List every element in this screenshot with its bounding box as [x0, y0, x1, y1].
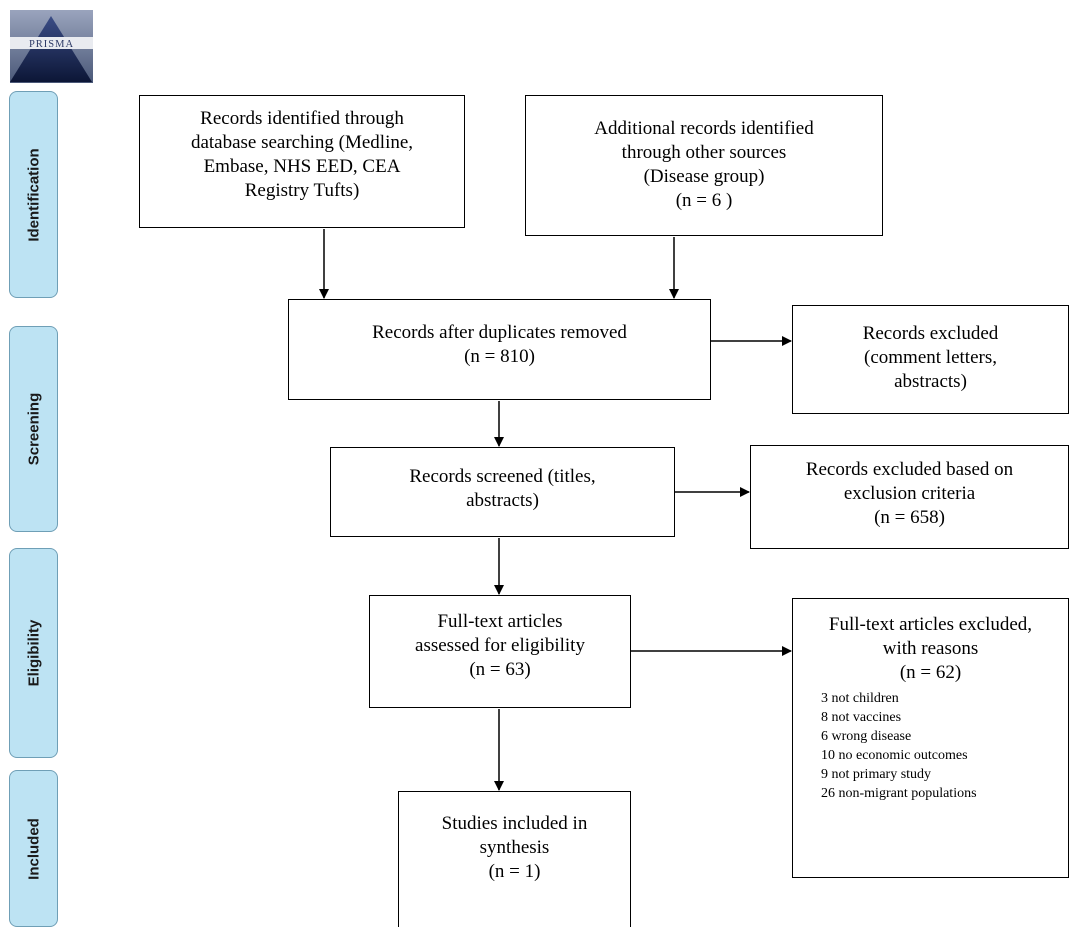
- box-after-duplicates-line: Records after duplicates removed: [372, 322, 627, 343]
- box-excluded-criteria-line: Records excluded based on: [805, 459, 1014, 480]
- box-screened-line: abstracts): [466, 490, 539, 511]
- box-fulltext-excluded: Full-text articles excluded, with reason…: [792, 598, 1069, 878]
- exclusion-reasons-list: 3 not children 8 not vaccines 6 wrong di…: [793, 689, 1068, 803]
- exclusion-reason: 10 no economic outcomes: [821, 748, 968, 763]
- box-excluded-criteria: Records excluded based on exclusion crit…: [750, 445, 1069, 549]
- exclusion-reason: 6 wrong disease: [821, 729, 912, 744]
- box-excluded-criteria-count: (n = 658): [874, 507, 945, 528]
- box-after-duplicates-count: (n = 810): [464, 346, 535, 367]
- box-other-sources-count: (n = 6 ): [675, 190, 733, 211]
- box-screened-line: Records screened (titles,: [409, 466, 596, 487]
- box-excluded-criteria-line: exclusion criteria: [843, 483, 976, 504]
- box-excluded-letters-line: (comment letters,: [864, 347, 997, 368]
- box-records-database-line: Records identified through: [200, 108, 404, 129]
- phase-identification: Identification: [9, 91, 58, 298]
- box-fulltext-excluded-count: (n = 62): [899, 662, 962, 683]
- phase-eligibility: Eligibility: [9, 548, 58, 758]
- box-studies-included: Studies included in synthesis (n = 1): [398, 791, 631, 927]
- exclusion-reason: 8 not vaccines: [821, 710, 902, 725]
- prisma-logo: PRISMA: [10, 10, 93, 83]
- box-records-database-line: Registry Tufts): [244, 180, 360, 201]
- box-records-database-line: database searching (Medline,: [190, 132, 414, 153]
- box-records-database: Records identified through database sear…: [139, 95, 465, 228]
- box-fulltext-excluded-line: Full-text articles excluded,: [828, 614, 1033, 635]
- exclusion-reason: 3 not children: [821, 691, 899, 706]
- box-studies-included-line: synthesis: [479, 837, 550, 858]
- prisma-logo-text: PRISMA: [29, 39, 74, 50]
- box-excluded-letters: Records excluded (comment letters, abstr…: [792, 305, 1069, 414]
- box-studies-included-count: (n = 1): [488, 861, 541, 882]
- box-excluded-letters-line: Records excluded: [862, 323, 999, 344]
- box-fulltext-assessed-line: Full-text articles: [437, 611, 563, 632]
- box-fulltext-assessed-line: assessed for eligibility: [415, 635, 585, 656]
- box-screened: Records screened (titles, abstracts): [330, 447, 675, 537]
- exclusion-reason: 26 non-migrant populations: [821, 786, 977, 801]
- phase-screening: Screening: [9, 326, 58, 532]
- box-records-database-line: Embase, NHS EED, CEA: [203, 156, 401, 177]
- box-studies-included-line: Studies included in: [441, 813, 588, 834]
- box-other-sources-line: (Disease group): [643, 166, 765, 187]
- box-fulltext-assessed: Full-text articles assessed for eligibil…: [369, 595, 631, 708]
- box-after-duplicates: Records after duplicates removed (n = 81…: [288, 299, 711, 400]
- box-fulltext-assessed-count: (n = 63): [469, 659, 531, 680]
- box-other-sources: Additional records identified through ot…: [525, 95, 883, 236]
- box-excluded-letters-line: abstracts): [894, 371, 967, 392]
- box-fulltext-excluded-line: with reasons: [882, 638, 979, 659]
- box-other-sources-line: through other sources: [621, 142, 787, 163]
- exclusion-reason: 9 not primary study: [821, 767, 932, 782]
- box-other-sources-line: Additional records identified: [594, 118, 814, 139]
